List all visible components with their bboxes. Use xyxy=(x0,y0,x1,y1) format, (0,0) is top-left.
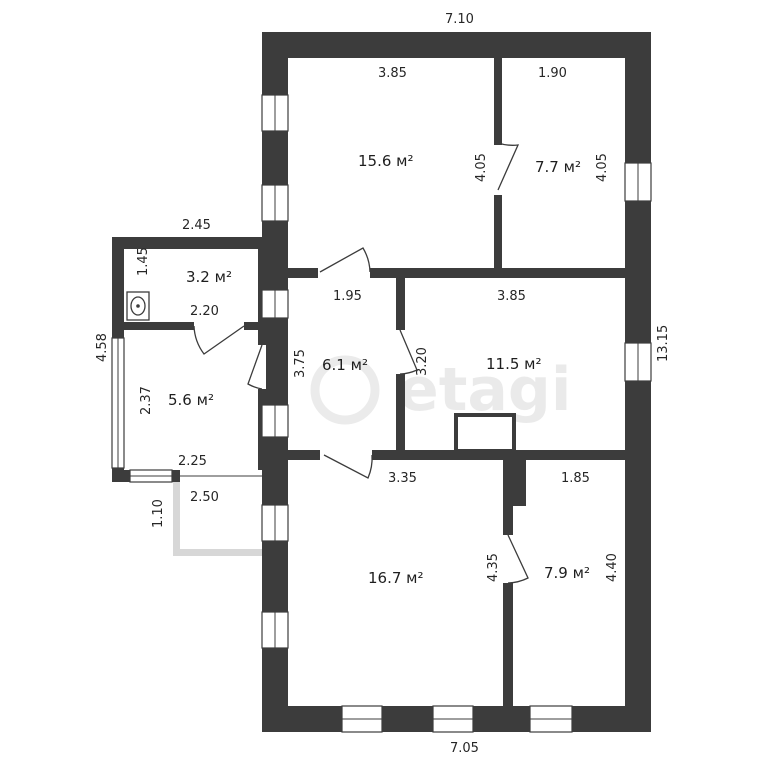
window-left-2 xyxy=(261,184,289,222)
area-room-top-right: 7.7 м² xyxy=(535,158,581,176)
dim-annex-height: 4.58 xyxy=(95,333,110,362)
stove-outline xyxy=(454,413,516,453)
dim-room-top-left-width: 3.85 xyxy=(378,66,407,81)
window-annex-left xyxy=(111,337,125,469)
window-left-1 xyxy=(261,94,289,132)
room-areas: 15.6 м² 7.7 м² 11.5 м² 6.1 м² 3.2 м² 5.6… xyxy=(168,152,590,587)
window-bottom-1 xyxy=(341,705,383,733)
dim-annex-top: 2.45 xyxy=(182,218,211,233)
dim-room-top-right-width: 1.90 xyxy=(538,66,567,81)
dim-hall-partition: 3.20 xyxy=(415,347,430,376)
sink-icon xyxy=(126,291,150,321)
dim-hall-height: 3.75 xyxy=(293,349,308,378)
wall-bath-kitchen xyxy=(124,322,194,330)
dim-room-top-left-height: 4.05 xyxy=(474,153,489,182)
area-hall: 6.1 м² xyxy=(322,356,368,374)
porch-wall-bottom xyxy=(173,549,263,556)
dim-porch-height: 1.10 xyxy=(151,499,166,528)
dim-kitchen-height: 2.37 xyxy=(139,386,154,415)
dim-bathroom-height: 1.45 xyxy=(136,247,151,276)
door-bathroom xyxy=(193,322,245,355)
door-bottom-rooms xyxy=(503,534,529,584)
dim-overall-top: 7.10 xyxy=(445,12,474,27)
wall-h-lower xyxy=(288,450,625,460)
dim-room-bottom-right-width: 1.85 xyxy=(561,471,590,486)
area-room-bottom-left: 16.7 м² xyxy=(368,569,424,587)
dim-porch-width: 2.50 xyxy=(190,490,219,505)
area-room-bottom-right: 7.9 м² xyxy=(544,564,590,582)
area-room-mid-right: 11.5 м² xyxy=(486,355,542,373)
area-bathroom: 3.2 м² xyxy=(186,268,232,286)
porch-wall-left xyxy=(173,482,180,556)
area-room-top-left: 15.6 м² xyxy=(358,152,414,170)
dim-hall-width: 1.95 xyxy=(333,289,362,304)
window-left-4 xyxy=(261,404,289,438)
dimension-labels: 7.10 7.05 13.15 3.85 1.90 4.05 4.05 1.95… xyxy=(95,12,671,756)
wall-right xyxy=(625,32,651,732)
door-hall-bottom xyxy=(320,450,373,479)
dim-room-bottom-left-width: 3.35 xyxy=(388,471,417,486)
area-kitchen: 5.6 м² xyxy=(168,391,214,409)
dim-room-bottom-right-height: 4.40 xyxy=(605,553,620,582)
dim-room-bottom-left-height: 4.35 xyxy=(486,553,501,582)
watermark-logo-ring xyxy=(310,355,380,425)
door-top-rooms xyxy=(494,142,520,195)
wall-top xyxy=(262,32,651,58)
porch xyxy=(173,482,263,556)
window-right-2 xyxy=(624,342,652,382)
door-porch xyxy=(180,470,262,482)
window-left-5 xyxy=(261,504,289,542)
dim-kitchen-bottom: 2.25 xyxy=(178,454,207,469)
dim-bathroom-width: 2.20 xyxy=(190,304,219,319)
doors xyxy=(180,142,529,584)
window-annex-bottom xyxy=(129,469,173,483)
annex-wall-top xyxy=(112,237,288,249)
dim-overall-right: 13.15 xyxy=(656,325,671,362)
dim-overall-bottom: 7.05 xyxy=(450,741,479,756)
wall-h-upper xyxy=(288,268,625,278)
dim-room-top-right-height: 4.05 xyxy=(595,153,610,182)
door-hall-left xyxy=(247,344,266,390)
wall-stub-bottom xyxy=(513,460,526,506)
door-hall-top xyxy=(318,247,371,278)
window-bottom-3 xyxy=(529,705,573,733)
door-hall-right xyxy=(396,329,418,375)
dim-room-mid-right-width: 3.85 xyxy=(497,289,526,304)
window-right-1 xyxy=(624,162,652,202)
window-left-3 xyxy=(261,289,289,319)
window-bottom-2 xyxy=(432,705,474,733)
window-left-6 xyxy=(261,611,289,649)
windows xyxy=(111,94,652,733)
